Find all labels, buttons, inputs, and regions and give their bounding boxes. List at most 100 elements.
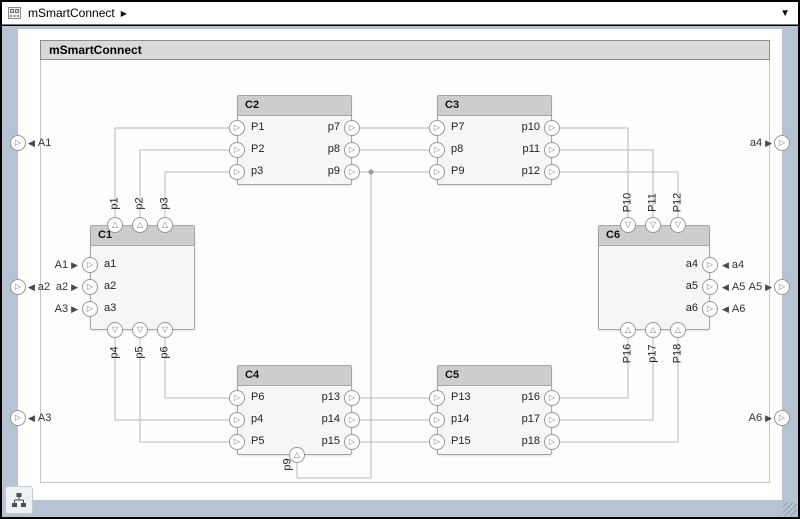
port-c5-p17[interactable]: ▷ xyxy=(544,412,560,428)
component-c5[interactable]: C5 xyxy=(437,365,552,455)
port-c4-p15[interactable]: ▷ xyxy=(344,434,360,450)
port-c1-a3[interactable]: ▷ xyxy=(82,301,98,317)
connection-tag-label: a4 xyxy=(731,259,745,271)
port-up-icon: △ xyxy=(293,450,301,459)
port-right-icon: ▷ xyxy=(778,282,786,291)
port-right-icon: ▷ xyxy=(433,145,441,154)
port-c1-a1[interactable]: ▷ xyxy=(82,257,98,273)
port-c5-p18[interactable]: ▷ xyxy=(544,434,560,450)
component-c3[interactable]: C3 xyxy=(437,95,552,185)
port-c6-P10-top[interactable]: ▽ xyxy=(620,217,636,233)
tag-arrow-icon: ▶ xyxy=(71,281,78,292)
hierarchy-navigation-button[interactable] xyxy=(5,486,33,514)
boundary-tag-A6[interactable]: A6 ▶ xyxy=(736,410,772,426)
component-c2[interactable]: C2 xyxy=(237,95,352,185)
port-c1-p3-top[interactable]: △ xyxy=(157,217,173,233)
port-label: p14 xyxy=(321,413,340,425)
connection-tag-c6-a5[interactable]: ◀ A5 xyxy=(722,279,745,295)
boundary-tag-a4[interactable]: a4 ▶ xyxy=(736,135,772,151)
connection-tag-c6-a4[interactable]: ◀ a4 xyxy=(722,257,744,273)
port-c4-P5[interactable]: ▷ xyxy=(229,434,245,450)
boundary-port-A6[interactable]: ▷ xyxy=(774,410,790,426)
port-c6-a5[interactable]: ▷ xyxy=(702,279,718,295)
boundary-tag-A5[interactable]: A5 ▶ xyxy=(736,279,772,295)
port-c6-P16-bottom[interactable]: △ xyxy=(620,322,636,338)
port-c6-P11-top[interactable]: ▽ xyxy=(645,217,661,233)
port-c2-P2[interactable]: ▷ xyxy=(229,142,245,158)
connection-tag-c6-a6[interactable]: ◀ A6 xyxy=(722,301,745,317)
port-c5-P13[interactable]: ▷ xyxy=(429,390,445,406)
port-c6-a4[interactable]: ▷ xyxy=(702,257,718,273)
port-label: P5 xyxy=(251,435,265,447)
connection-tag-c1-a1[interactable]: A1 ▶ xyxy=(44,257,78,273)
port-label: p9 xyxy=(327,165,340,177)
port-up-icon: △ xyxy=(111,220,119,229)
port-right-icon: ▷ xyxy=(233,123,241,132)
connection-tag-label: A3 xyxy=(54,303,69,315)
port-c1-a2[interactable]: ▷ xyxy=(82,279,98,295)
port-c4-p4[interactable]: ▷ xyxy=(229,412,245,428)
port-c5-p16[interactable]: ▷ xyxy=(544,390,560,406)
port-c3-p8[interactable]: ▷ xyxy=(429,142,445,158)
port-label: a5 xyxy=(685,280,698,292)
port-c2-p3[interactable]: ▷ xyxy=(229,164,245,180)
connection-tag-c1-a3[interactable]: A3 ▶ xyxy=(44,301,78,317)
port-c4-p9-bottom[interactable]: △ xyxy=(289,447,305,463)
port-label-rotated: p9 xyxy=(281,458,294,471)
port-c6-p17-bottom[interactable]: △ xyxy=(645,322,661,338)
port-c2-P1[interactable]: ▷ xyxy=(229,120,245,136)
port-c3-p10[interactable]: ▷ xyxy=(544,120,560,136)
port-c2-p9[interactable]: ▷ xyxy=(344,164,360,180)
port-c4-P6[interactable]: ▷ xyxy=(229,390,245,406)
resize-grip[interactable] xyxy=(783,502,797,516)
boundary-tag-A3[interactable]: ◀ A3 xyxy=(28,410,51,426)
breadcrumb-chevron-icon[interactable]: ▶ xyxy=(120,8,127,18)
connection-tag-c1-a2[interactable]: a2 ▶ xyxy=(44,279,78,295)
boundary-port-a4[interactable]: ▷ xyxy=(774,135,790,151)
port-c3-p11[interactable]: ▷ xyxy=(544,142,560,158)
port-right-icon: ▷ xyxy=(348,437,356,446)
port-c4-p13[interactable]: ▷ xyxy=(344,390,360,406)
port-right-icon: ▷ xyxy=(86,282,94,291)
port-label-rotated: p17 xyxy=(646,344,659,363)
boundary-port-a2[interactable]: ▷ xyxy=(10,279,26,295)
port-c1-p1-top[interactable]: △ xyxy=(107,217,123,233)
port-up-icon: △ xyxy=(161,220,169,229)
port-c6-a6[interactable]: ▷ xyxy=(702,301,718,317)
tag-arrow-icon: ▶ xyxy=(765,137,772,148)
breadcrumb-item-model[interactable]: mSmartConnect xyxy=(28,6,115,20)
port-down-icon: ▽ xyxy=(674,220,682,229)
port-c3-P7[interactable]: ▷ xyxy=(429,120,445,136)
port-label: p10 xyxy=(521,121,540,133)
port-right-icon: ▷ xyxy=(548,437,556,446)
port-c1-p5-bottom[interactable]: ▽ xyxy=(132,322,148,338)
boundary-port-A1[interactable]: ▷ xyxy=(10,135,26,151)
component-c1[interactable]: C1 xyxy=(90,225,195,330)
toolstrip-collapse-icon[interactable]: ▼ xyxy=(780,7,790,19)
port-down-icon: ▽ xyxy=(161,325,169,334)
port-c1-p6-bottom[interactable]: ▽ xyxy=(157,322,173,338)
port-c1-p2-top[interactable]: △ xyxy=(132,217,148,233)
port-c6-P12-top[interactable]: ▽ xyxy=(670,217,686,233)
boundary-port-A5[interactable]: ▷ xyxy=(774,279,790,295)
boundary-tag-a2[interactable]: ◀ a2 xyxy=(28,279,50,295)
port-c3-P9[interactable]: ▷ xyxy=(429,164,445,180)
boundary-port-A3[interactable]: ▷ xyxy=(10,410,26,426)
port-up-icon: △ xyxy=(136,220,144,229)
port-right-icon: ▷ xyxy=(433,415,441,424)
tag-arrow-icon: ◀ xyxy=(28,412,35,423)
port-c3-p12[interactable]: ▷ xyxy=(544,164,560,180)
port-label: a2 xyxy=(104,280,117,292)
boundary-tag-A1[interactable]: ◀ A1 xyxy=(28,135,51,151)
port-c6-P18-bottom[interactable]: △ xyxy=(670,322,686,338)
port-c1-p4-bottom[interactable]: ▽ xyxy=(107,322,123,338)
port-c2-p7[interactable]: ▷ xyxy=(344,120,360,136)
component-c4-title: C4 xyxy=(238,366,351,386)
port-c4-p14[interactable]: ▷ xyxy=(344,412,360,428)
boundary-port-label: a2 xyxy=(37,281,51,293)
architecture-title-bar[interactable]: mSmartConnect xyxy=(40,40,770,60)
port-c2-p8[interactable]: ▷ xyxy=(344,142,360,158)
port-c5-p14[interactable]: ▷ xyxy=(429,412,445,428)
port-c5-P15[interactable]: ▷ xyxy=(429,434,445,450)
port-label: P15 xyxy=(451,435,471,447)
